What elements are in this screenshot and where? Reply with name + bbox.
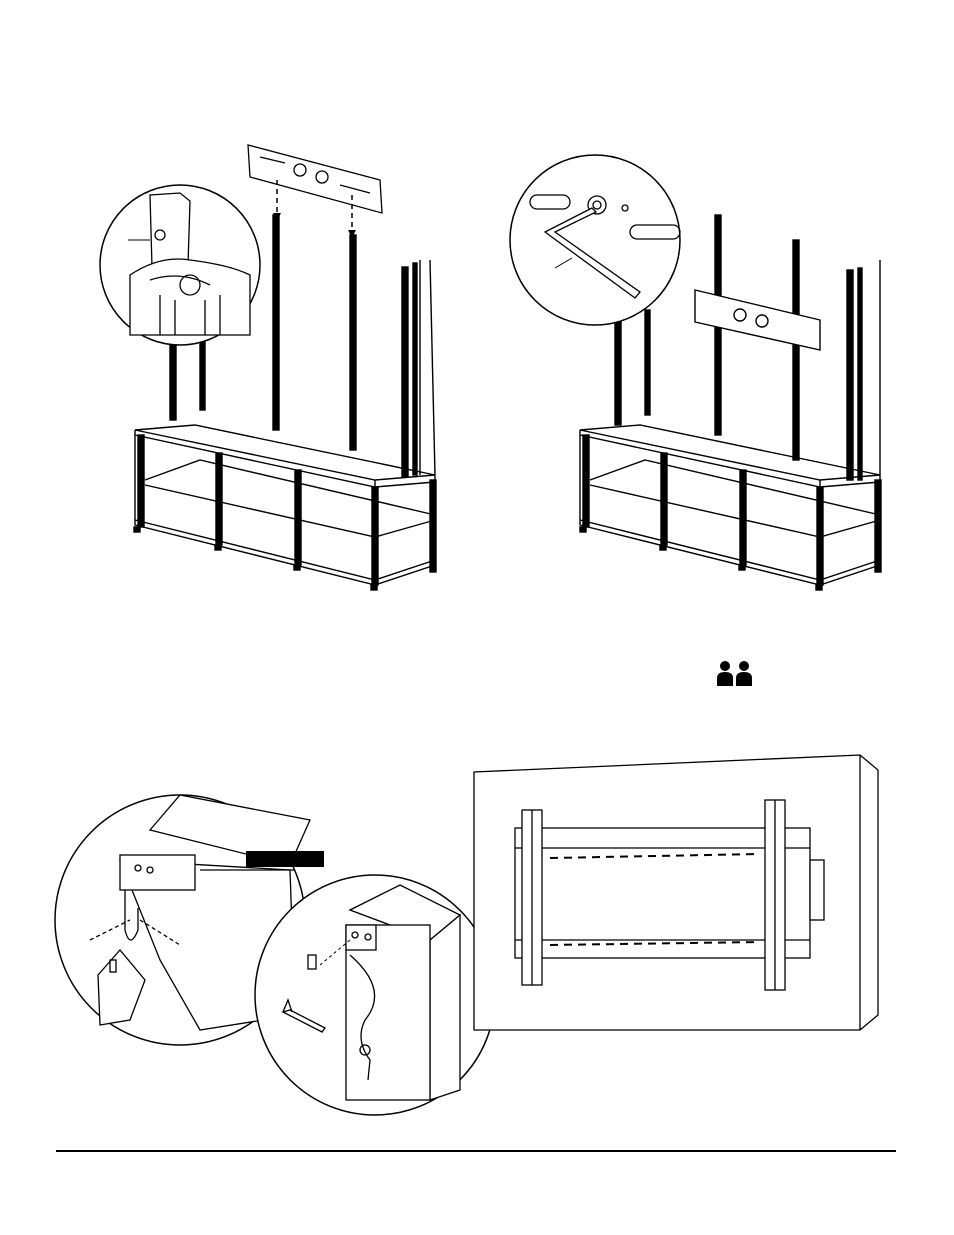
figure-wall-plate-display (470, 750, 885, 1035)
figure-hook-detail (50, 790, 500, 1120)
two-person-icon (715, 660, 755, 686)
figure-stand-plate-insert (90, 135, 450, 605)
figure-stand-hex-key (500, 150, 900, 605)
footer-rule (56, 1150, 896, 1152)
label-box (246, 851, 324, 867)
